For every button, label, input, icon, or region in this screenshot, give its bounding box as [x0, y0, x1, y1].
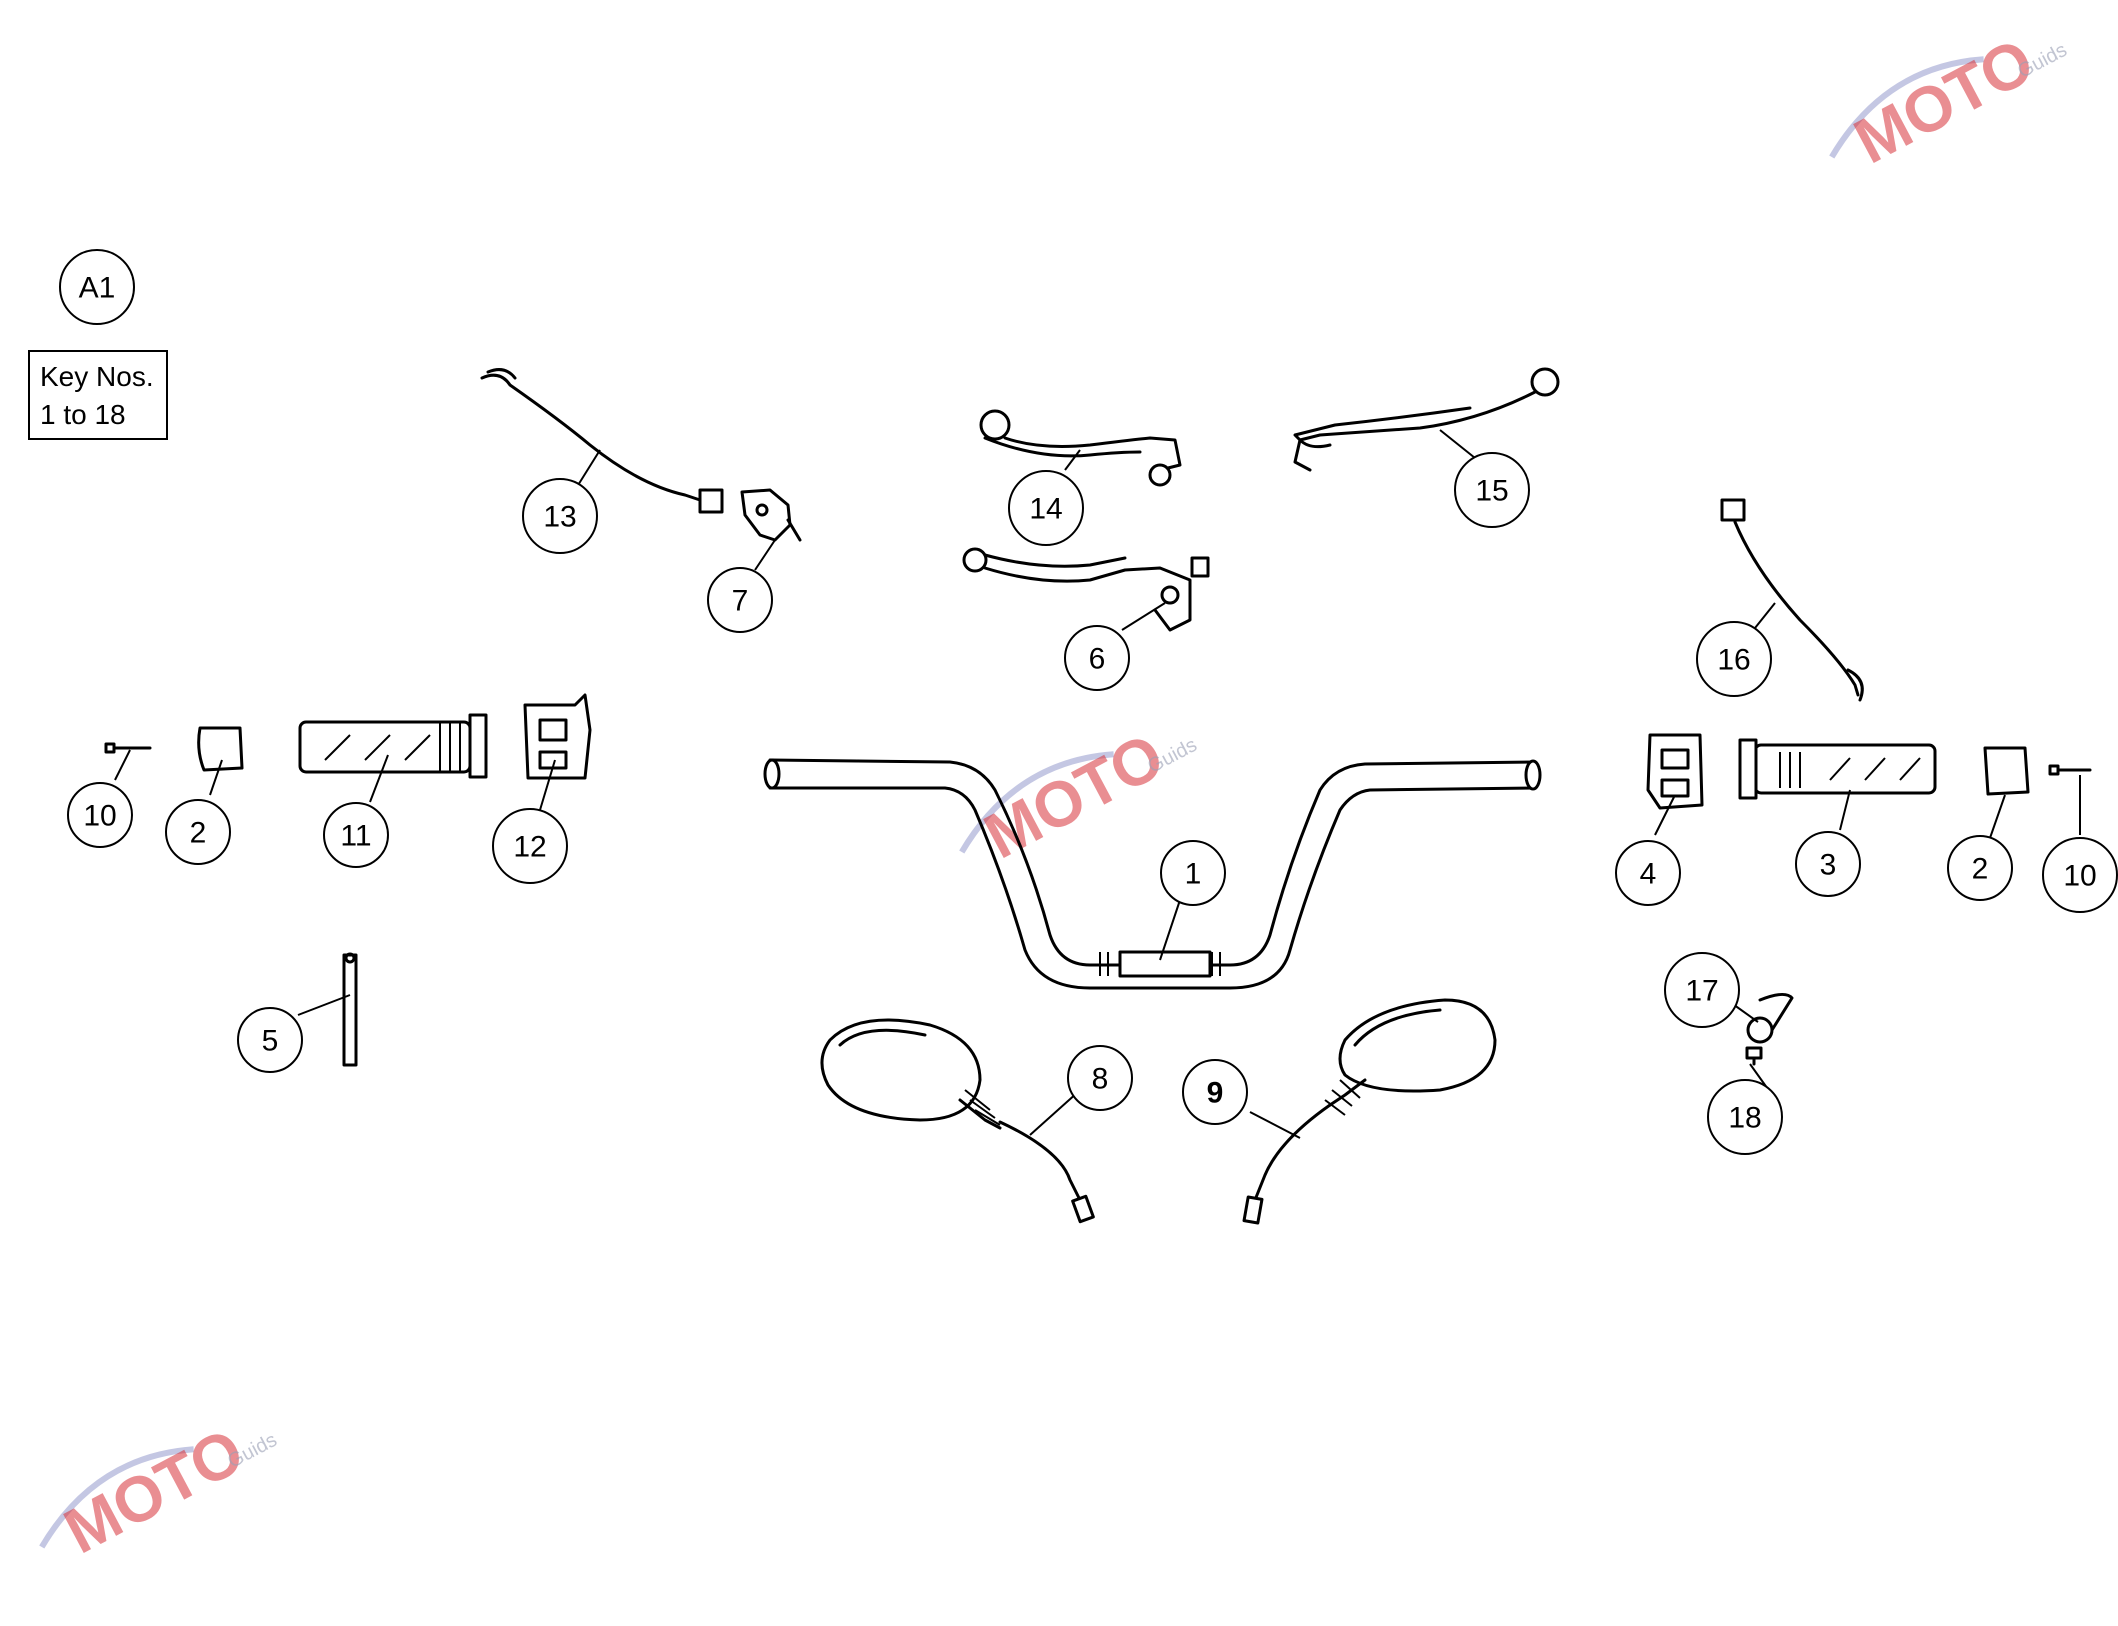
callout-10-left: 10: [67, 782, 133, 848]
svg-text:10: 10: [2063, 860, 2096, 893]
callout-17: 17: [1664, 952, 1740, 1028]
leader-lines: [114, 429, 2081, 1139]
callout-9: 9: [1182, 1059, 1248, 1125]
callout-13: 13: [522, 478, 598, 554]
callout-2-right: 2: [1947, 835, 2013, 901]
svg-text:1: 1: [1185, 858, 1202, 891]
brake-lever-drawing: [979, 409, 1182, 487]
callout-1: 1: [1160, 840, 1226, 906]
svg-text:9: 9: [1207, 1077, 1224, 1110]
bar-end-screw-left-drawing: [104, 742, 152, 754]
svg-text:4: 4: [1640, 858, 1657, 891]
callout-2-left: 2: [165, 799, 231, 865]
svg-text:17: 17: [1685, 975, 1718, 1008]
key-box-line1: Key Nos.: [40, 361, 154, 392]
clamp-clip-drawing: [1746, 993, 1794, 1044]
watermark-brand: MOTO: [53, 1414, 255, 1567]
svg-text:11: 11: [340, 820, 371, 853]
svg-text:13: 13: [543, 501, 576, 534]
callout-10-right: 10: [2042, 837, 2118, 913]
svg-text:10: 10: [83, 800, 116, 833]
watermark-top-right: MOTO Guids: [1829, 24, 2071, 177]
tube-pin-drawing: [342, 952, 358, 1067]
callout-4: 4: [1615, 840, 1681, 906]
right-switch-housing-drawing: [1646, 733, 1704, 810]
left-grip-drawing: [298, 713, 488, 779]
callout-8: 8: [1067, 1045, 1133, 1111]
svg-text:2: 2: [1972, 853, 1989, 886]
callout-14: 14: [1008, 470, 1084, 546]
svg-text:2: 2: [190, 817, 207, 850]
callout-12: 12: [492, 808, 568, 884]
key-box-line2: 1 to 18: [40, 399, 126, 430]
switch-cable-right-drawing: [1720, 498, 1864, 702]
callout-11: 11: [323, 802, 389, 868]
callout-15: 15: [1454, 452, 1530, 528]
watermark-brand: MOTO: [973, 719, 1175, 872]
key-numbers-box: Key Nos. 1 to 18: [28, 350, 168, 440]
left-switch-housing-drawing: [523, 693, 592, 780]
clutch-lever-drawing: [1293, 367, 1560, 472]
left-mirror-drawing: [820, 1018, 1095, 1224]
svg-text:6: 6: [1089, 643, 1106, 676]
bar-end-weight-left-drawing: [197, 726, 244, 772]
svg-text:12: 12: [513, 831, 546, 864]
callout-7: 7: [707, 567, 773, 633]
svg-text:16: 16: [1717, 644, 1750, 677]
svg-text:7: 7: [732, 585, 749, 618]
handlebar-drawing: [763, 758, 1542, 990]
svg-text:8: 8: [1092, 1063, 1109, 1096]
watermark-bottom-left: MOTO Guids: [39, 1414, 281, 1567]
clutch-lever-assembly-drawing: [962, 547, 1210, 632]
right-mirror-drawing: [1242, 998, 1497, 1225]
watermark-sub: Guids: [224, 1429, 280, 1473]
svg-text:14: 14: [1029, 493, 1062, 526]
watermark-sub: Guids: [2014, 39, 2070, 83]
callout-3: 3: [1795, 831, 1861, 897]
watermark-sub: Guids: [1144, 734, 1200, 778]
watermark-brand: MOTO: [1843, 24, 2045, 177]
svg-text:5: 5: [262, 1025, 279, 1058]
callout-18: 18: [1707, 1079, 1783, 1155]
callout-6: 6: [1064, 625, 1130, 691]
screw-drawing: [1745, 1046, 1763, 1066]
svg-text:18: 18: [1728, 1102, 1761, 1135]
bar-end-screw-right-drawing: [2048, 764, 2092, 776]
bar-end-weight-right-drawing: [1983, 746, 2030, 796]
throttle-grip-drawing: [1738, 738, 1937, 800]
switch-block-drawing: [740, 488, 802, 542]
svg-text:15: 15: [1475, 475, 1508, 508]
switch-cable-left-drawing: [480, 368, 724, 514]
callout-5: 5: [237, 1007, 303, 1073]
callout-16: 16: [1696, 621, 1772, 697]
svg-text:3: 3: [1820, 849, 1837, 882]
svg-text:A1: A1: [79, 272, 116, 305]
diagram-id-callout: A1: [59, 249, 135, 325]
